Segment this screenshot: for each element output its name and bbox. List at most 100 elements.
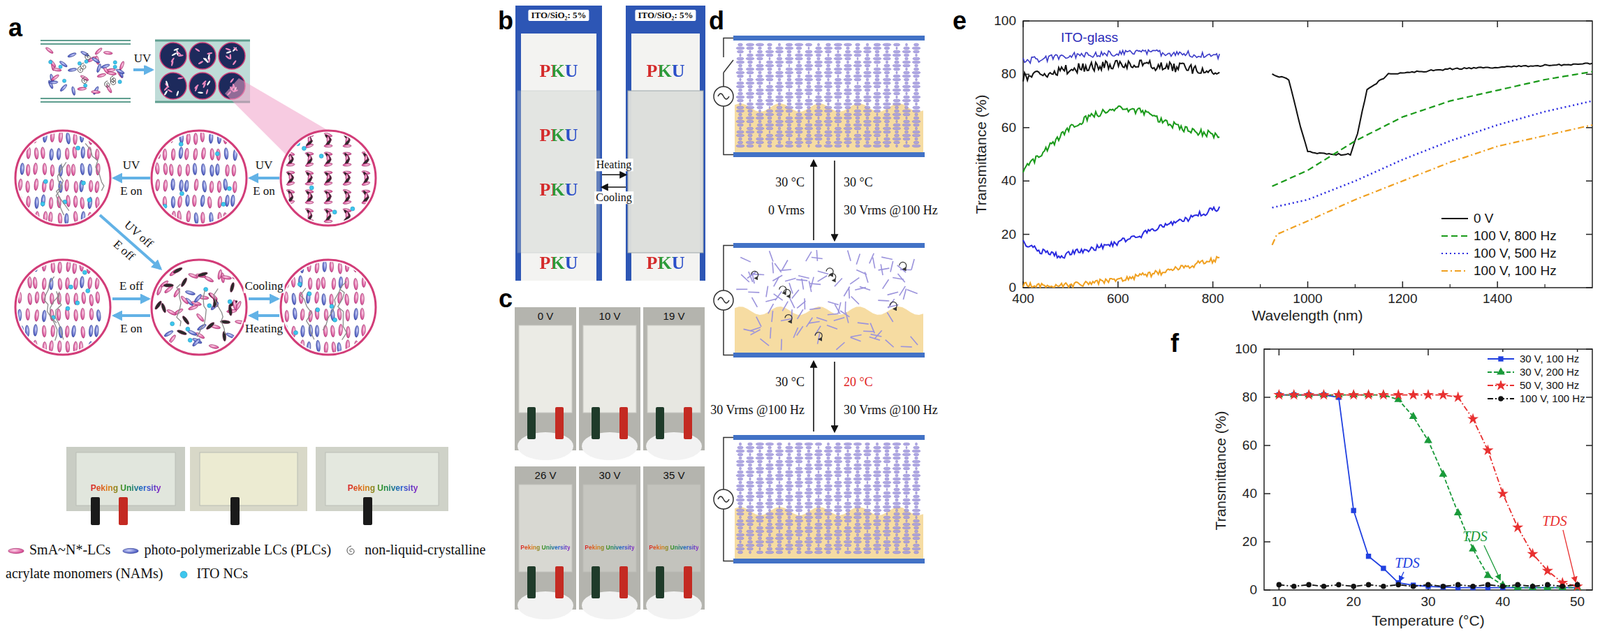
ito-nanocrystal (162, 203, 167, 209)
lc-director (851, 296, 860, 304)
helix-segment (863, 144, 871, 148)
lc-molecule (25, 211, 31, 224)
lc-molecule (201, 147, 207, 160)
helix-segment (873, 547, 882, 551)
helix-segment (914, 442, 917, 446)
helix-segment (749, 502, 752, 505)
electrode-clip (230, 497, 240, 526)
helix-segment (893, 537, 901, 540)
helix-segment (815, 474, 822, 477)
lc-molecule (224, 55, 231, 61)
helix-segment (817, 43, 820, 47)
helix-segment (885, 109, 888, 113)
helix-segment (853, 123, 862, 127)
helix-segment (766, 134, 774, 137)
lc-molecule (185, 164, 190, 176)
lc-molecule (178, 179, 183, 192)
helix-segment (844, 113, 853, 116)
helix-segment (737, 446, 744, 450)
helix-segment (875, 453, 879, 457)
helix-segment (817, 92, 820, 95)
helix-segment (756, 502, 763, 505)
helix-segment (905, 67, 908, 71)
helix-segment (856, 460, 859, 464)
domain-outline (151, 259, 247, 355)
helix-segment (835, 88, 840, 92)
ito-nanocrystal (185, 326, 190, 332)
helix-segment (833, 81, 843, 85)
lc-molecule (194, 85, 198, 92)
electrode-plate (733, 243, 925, 248)
helix-segment (805, 92, 812, 95)
helix-segment (817, 67, 820, 71)
helix-segment (902, 99, 911, 102)
lc-molecule (155, 178, 160, 191)
helix-segment (748, 537, 753, 540)
helix-segment (778, 127, 781, 130)
lc-molecule (32, 277, 38, 290)
helix-segment (807, 484, 811, 488)
lc-molecule (94, 180, 100, 193)
helix-segment (892, 467, 901, 471)
helix-segment (736, 46, 745, 50)
helix-segment (835, 109, 841, 113)
helix-segment (787, 123, 792, 127)
lc-molecule (221, 275, 232, 281)
lc-molecule (177, 195, 183, 208)
helix-segment (796, 449, 802, 453)
helix-segment (872, 81, 882, 85)
magnified-domain (280, 259, 376, 355)
helix-segment (827, 53, 830, 57)
lc-molecule (163, 179, 169, 192)
helix-segment (912, 95, 921, 99)
helix-segment (796, 498, 802, 502)
helix-segment (817, 470, 820, 474)
helix-segment (853, 526, 862, 530)
lc-molecule (96, 63, 102, 73)
helix-segment (736, 449, 745, 453)
helix-segment (854, 53, 862, 57)
helix-segment (875, 99, 880, 102)
helix-segment (833, 533, 842, 537)
electrode-clip (118, 497, 128, 526)
helix-segment (755, 92, 764, 95)
helix-segment (805, 116, 812, 120)
lc-director (806, 317, 813, 327)
lc-molecule (342, 163, 352, 167)
lc-molecule (305, 143, 315, 149)
helix-segment (873, 85, 881, 88)
helix-segment (767, 141, 772, 144)
helix-segment (808, 71, 810, 75)
lc-molecule (180, 277, 188, 288)
helix-segment (843, 127, 853, 130)
helix-segment (736, 120, 745, 123)
helix-segment (749, 123, 751, 127)
helix-segment (736, 57, 744, 61)
helix-segment (843, 92, 852, 95)
helix-segment (776, 88, 783, 92)
process-arrow (250, 314, 280, 318)
helix-segment (863, 95, 871, 99)
lc-molecule (354, 325, 359, 338)
helix-segment (808, 95, 810, 99)
helix-segment (788, 137, 790, 141)
magnified-domain (151, 130, 247, 226)
ito-nanocrystal (179, 191, 184, 196)
photo-background (514, 466, 577, 610)
helix-segment (755, 127, 765, 130)
helix-segment (886, 537, 888, 540)
lc-molecule (354, 291, 359, 304)
lc-director (773, 294, 783, 301)
helix-segment (759, 547, 761, 551)
electrode-plate (733, 152, 925, 158)
helix-segment (815, 102, 821, 106)
helix-segment (846, 109, 850, 113)
helix-segment (853, 540, 862, 544)
helix-segment (778, 92, 781, 95)
lc-molecule (73, 210, 79, 223)
helix-segment (785, 43, 793, 47)
helix-segment (883, 57, 892, 61)
helix-segment (904, 460, 910, 464)
helix-segment (765, 123, 774, 127)
helix-segment (827, 102, 830, 106)
